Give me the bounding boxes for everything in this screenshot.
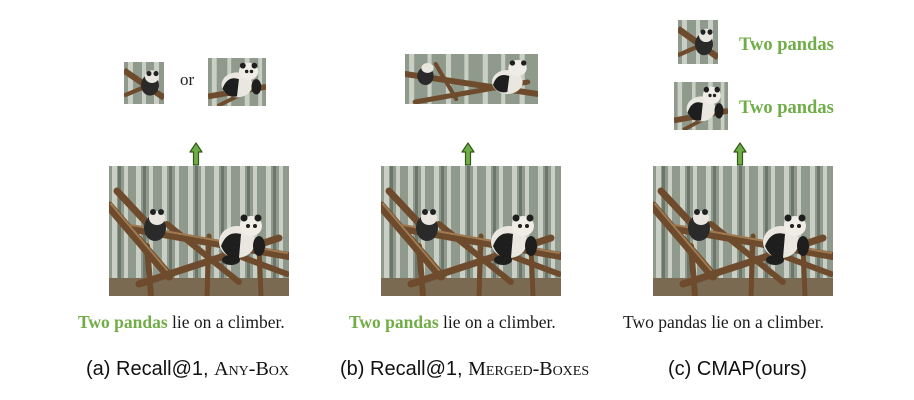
panel-label-method: Merged-Boxes [468, 358, 590, 380]
panel-label-prefix: (a) Recall@1, [86, 358, 215, 380]
or-text: or [180, 70, 195, 89]
caption: Two pandas lie on a climber. [78, 312, 285, 333]
up-arrow-icon [733, 142, 747, 166]
caption-highlight: Two pandas [78, 312, 168, 332]
crop-left-panda-image [678, 20, 718, 64]
panel-label-prefix: (b) Recall@1, [340, 358, 469, 380]
panel-a: or Two pandas lie on a climber. (a) Reca… [0, 0, 305, 400]
caption: Two pandas lie on a climber. [349, 312, 556, 333]
panel-label: (a) Recall@1, Any-Box [86, 358, 289, 381]
caption-rest: lie on a climber. [167, 312, 285, 332]
panel-label-method: Any-Box [214, 358, 290, 380]
grounded-phrase: Two pandas [739, 98, 834, 118]
panel-label: (c) CMAP(ours) [668, 358, 807, 380]
crop-right-panda-image [674, 82, 728, 130]
source-image [653, 166, 833, 296]
caption: Two pandas lie on a climber. [623, 312, 824, 332]
panel-label: (b) Recall@1, Merged-Boxes [340, 358, 589, 381]
grounded-phrase: Two pandas [739, 35, 834, 55]
caption-rest: lie on a climber. [438, 312, 556, 332]
caption-highlight: Two pandas [349, 312, 439, 332]
